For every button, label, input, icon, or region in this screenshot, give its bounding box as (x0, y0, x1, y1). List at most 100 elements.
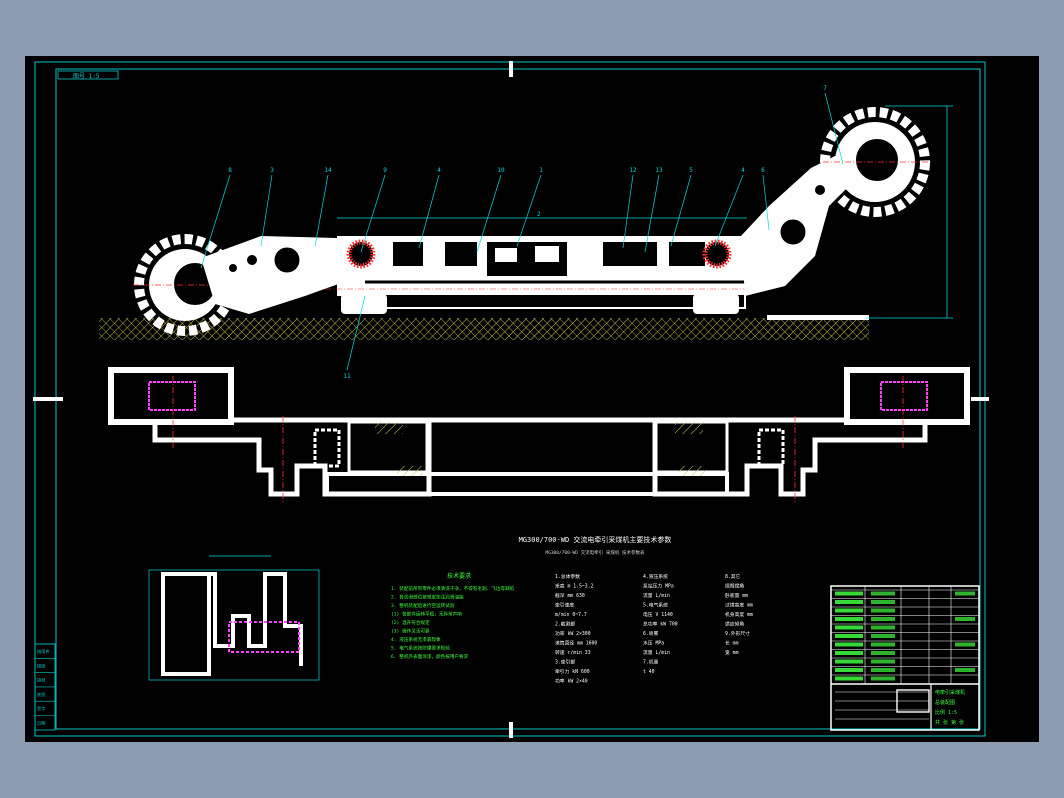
detail-magenta-part (228, 621, 300, 653)
param-line: 1.总体参数 (555, 573, 580, 580)
param-line: 9.外形尺寸 (725, 630, 750, 637)
left-strip-label: 签字 (37, 705, 45, 711)
balloon-leader (516, 174, 542, 247)
panel-title: MG300/700-WD 交流电牵引采煤机主要技术参数 (519, 535, 672, 544)
center-mark-right (971, 397, 989, 401)
param-line: m/min 0~7.7 (555, 612, 587, 618)
balloon-leader (476, 174, 502, 253)
parts-row-fill-2 (871, 591, 895, 596)
balloon-label: 14 (324, 167, 332, 174)
param-line: 宽 mm (725, 649, 739, 656)
panel-subtitle: MG300/700-WD 交流电牵引 采煤机 技术参数表 (545, 549, 645, 556)
requirement-line: 3. 整机装配后进行空运转试验 (391, 602, 455, 609)
balloon-label: 10 (497, 167, 505, 174)
cad-drawing-canvas[interactable]: 图号 1:5 (25, 56, 1039, 742)
hatch-cell-1 (375, 422, 403, 434)
balloon-leader (360, 174, 386, 253)
parts-row-fill-2 (871, 600, 895, 604)
left-arm-gear-3 (229, 264, 237, 272)
parts-row-fill (835, 668, 863, 672)
balloon-label: 6 (761, 167, 765, 174)
param-line: 功率 kW 2×40 (555, 678, 588, 685)
detail-view (148, 555, 320, 681)
balloon-label: 9 (383, 167, 387, 174)
left-ranging-arm (201, 236, 355, 314)
param-line: 电压 V 1140 (643, 611, 673, 618)
body-window-4 (603, 242, 657, 266)
balloon-label: 1 (539, 167, 543, 174)
parts-row-fill-2 (871, 608, 895, 613)
hatch-cell-3 (397, 466, 423, 476)
param-line: 采高 m 1.5~3.2 (555, 583, 594, 590)
left-strip-label: 日期 (37, 721, 45, 727)
detail-dim-frame (148, 569, 320, 681)
balloon-leader (200, 174, 231, 269)
requirements-title: 技术要求 (447, 572, 471, 580)
balloon-leader (346, 295, 366, 371)
parts-row-fill-2 (871, 668, 895, 672)
requirement-line: 4. 液压系统无渗漏现象 (391, 636, 441, 643)
hatch-cell-4 (679, 466, 705, 476)
balloon-label: 13 (655, 167, 663, 174)
body-panel-1 (495, 248, 517, 262)
right-shoe (693, 294, 739, 314)
left-gearbox (148, 381, 196, 411)
balloon-label: 4 (437, 167, 441, 174)
floor-hatch-cross (99, 318, 869, 340)
overall-dim-text: 2 (537, 211, 541, 218)
parts-row-fill (835, 642, 863, 647)
shearer-section-view (108, 367, 970, 502)
right-drum-hub (854, 137, 900, 183)
param-line: 流量 L/min (643, 649, 670, 656)
requirement-line: 1. 装配前所有零件必须清洗干净，不得有毛刺、飞边等缺陷 (391, 585, 515, 592)
detail-left-block (161, 572, 211, 676)
balloon-leader (418, 174, 440, 249)
param-line: 2.截割部 (555, 621, 575, 628)
left-strip-label: 描校 (37, 677, 46, 684)
floor-rail (767, 315, 869, 320)
parts-row-fill (835, 608, 863, 613)
parts-row-fill-2 (871, 676, 895, 681)
parts-row-fill-2 (871, 659, 895, 664)
left-shoe (341, 294, 387, 314)
param-line: 摇臂摆角 (725, 583, 744, 590)
title-block-row: 电牵引采煤机 (935, 689, 965, 696)
right-sprocket (702, 239, 732, 269)
parts-row-fill (835, 651, 863, 655)
parts-row-fill (835, 634, 863, 638)
requirement-line: (3) 操作灵活可靠 (391, 628, 430, 635)
balloon-label: 5 (689, 167, 693, 174)
balloon-label: 12 (629, 167, 637, 174)
balloon-label: 7 (823, 85, 827, 92)
requirement-line: 2. 各润滑部位按规定加注润滑油脂 (391, 594, 464, 601)
balloon-leader (762, 174, 770, 231)
parts-row-fill-3 (955, 591, 975, 596)
center-mark-top (509, 61, 513, 77)
parts-row-fill (835, 617, 863, 621)
section-gear-right (757, 428, 785, 468)
param-line: 流量 L/min (643, 592, 670, 599)
param-line: 长 mm (725, 640, 739, 647)
body-window-1 (393, 242, 423, 266)
param-line: 机身高度 mm (725, 611, 753, 618)
parts-row-fill-2 (871, 642, 895, 647)
main-body-lower (364, 293, 746, 309)
parts-row-fill-2 (871, 617, 895, 621)
body-panel-2 (535, 246, 559, 262)
left-end-block (108, 367, 234, 425)
right-gearbox (880, 381, 928, 411)
param-line: 卧底量 mm (725, 592, 748, 599)
param-line: 泵站压力 MPa (643, 583, 674, 590)
param-line: 4.液压系统 (643, 573, 668, 580)
requirement-line: (2) 温升符合规定 (391, 619, 430, 626)
left-strip-label: 底图 (37, 691, 45, 698)
cad-viewport[interactable]: 图号 1:5 (25, 56, 1039, 742)
right-arm-gear-2 (815, 185, 825, 195)
parts-row-fill (835, 625, 863, 630)
param-line: 7.机重 (643, 659, 659, 666)
parts-row-fill-2 (871, 625, 895, 630)
